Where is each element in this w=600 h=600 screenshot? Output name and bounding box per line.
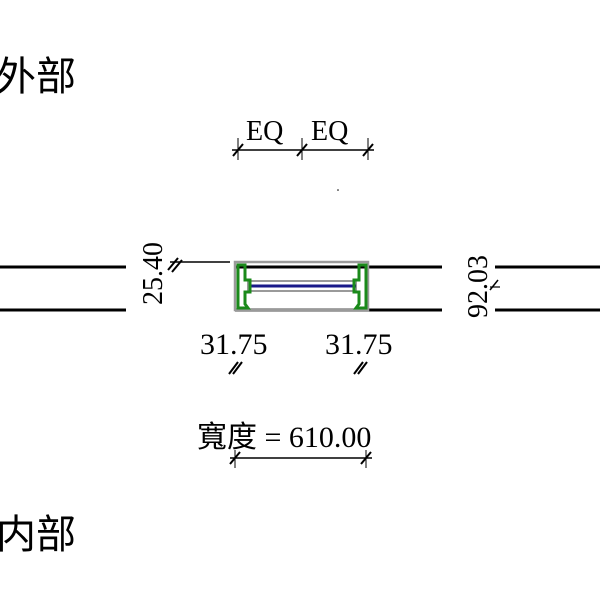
right-vertical-dimension: 92.03	[463, 255, 500, 318]
width-dimension-line	[229, 450, 372, 468]
offset-right: 31.75	[325, 328, 393, 361]
interior-label: 内部	[0, 512, 76, 557]
dim-25-40: 25.40	[138, 242, 169, 305]
eq-left-label: EQ	[246, 116, 283, 147]
eq-dimension: EQ EQ	[232, 116, 374, 160]
wall-lines	[0, 265, 600, 312]
overall-width: 寬度 = 610.00	[197, 421, 371, 454]
left-vertical-dimension: 25.40	[138, 242, 230, 305]
right-profile	[352, 263, 368, 310]
offset-left: 31.75	[200, 328, 268, 361]
exterior-label: 外部	[0, 54, 76, 99]
eq-right-label: EQ	[311, 116, 348, 147]
window-frame	[233, 260, 370, 312]
left-profile	[236, 263, 252, 310]
offset-ticks	[228, 361, 368, 375]
dim-92-03: 92.03	[463, 255, 494, 318]
